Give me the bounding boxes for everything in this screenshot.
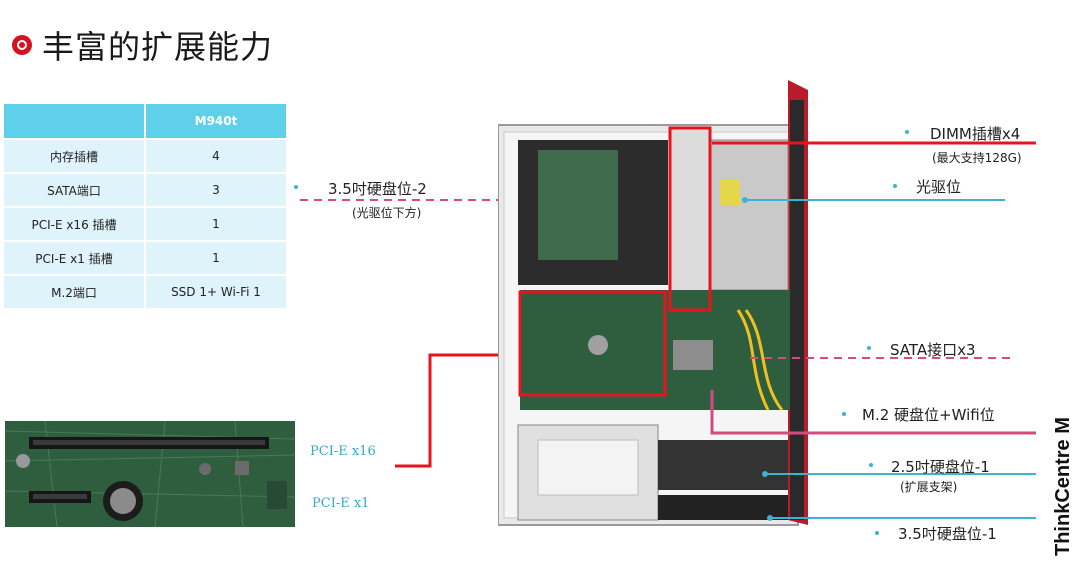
table-header-row: M940t	[4, 104, 286, 138]
table-cell: SATA端口	[4, 174, 144, 206]
table-row: M.2端口 SSD 1+ Wi-Fi 1	[4, 276, 286, 308]
table-cell: M.2端口	[4, 276, 144, 308]
pcie-x1-label: PCI-E x1	[312, 496, 370, 511]
hdd25-1-callout: 2.5吋硬盘位-1	[891, 458, 990, 476]
slide-title: 丰富的扩展能力	[42, 28, 274, 66]
brand-logo-svg: ThinkCentre M	[1052, 417, 1074, 556]
spec-table: M940t 内存插槽 4 SATA端口 3 PCI-E x16 插槽 1 PCI…	[2, 102, 288, 310]
hdd25-1-note: (扩展支架)	[900, 480, 958, 494]
table-header-cell	[4, 104, 144, 138]
bullet-dot	[905, 130, 909, 134]
hdd35-2-note: (光驱位下方)	[352, 206, 422, 220]
brand-text: ThinkCentre M	[1052, 418, 1074, 556]
bullet-dot	[869, 463, 873, 467]
table-cell: SSD 1+ Wi-Fi 1	[146, 276, 286, 308]
table-cell: 3	[146, 174, 286, 206]
hdd35-1-callout: 3.5吋硬盘位-1	[898, 525, 997, 543]
bullet-icon	[12, 35, 32, 55]
bullet-dot	[867, 346, 871, 350]
table-cell: PCI-E x16 插槽	[4, 208, 144, 240]
sata-callout: SATA接口x3	[890, 341, 976, 359]
table-row: 内存插槽 4	[4, 140, 286, 172]
table-cell: PCI-E x1 插槽	[4, 242, 144, 274]
bullet-dot	[294, 185, 298, 189]
table-cell: 内存插槽	[4, 140, 144, 172]
pcie-connector-line	[395, 353, 520, 468]
pc-tower-illustration	[497, 80, 808, 526]
table-row: SATA端口 3	[4, 174, 286, 206]
table-cell: 1	[146, 208, 286, 240]
pcie-x16-label: PCI-E x16	[310, 444, 376, 459]
motherboard-illustration	[5, 421, 295, 527]
optical-callout: 光驱位	[916, 178, 962, 196]
thinkcentre-logo: ThinkCentre M	[1047, 417, 1077, 558]
table-row: PCI-E x1 插槽 1	[4, 242, 286, 274]
m2-callout: M.2 硬盘位+Wifi位	[862, 406, 995, 424]
table-header-cell: M940t	[146, 104, 286, 138]
dimm-callout: DIMM插槽x4	[930, 125, 1021, 143]
table-row: PCI-E x16 插槽 1	[4, 208, 286, 240]
m2-line	[710, 390, 1036, 435]
slide-title-wrap: 丰富的扩展能力	[12, 22, 273, 68]
hdd35-2-callout: 3.5吋硬盘位-2	[328, 180, 427, 198]
bullet-dot	[842, 412, 846, 416]
table-cell: 1	[146, 242, 286, 274]
pc-tower-image	[497, 80, 816, 530]
dimm-note: (最大支持128G)	[932, 151, 1022, 165]
table-cell: 4	[146, 140, 286, 172]
pcie-slot-photo	[5, 421, 295, 527]
bullet-dot	[875, 531, 879, 535]
bullet-dot	[893, 184, 897, 188]
